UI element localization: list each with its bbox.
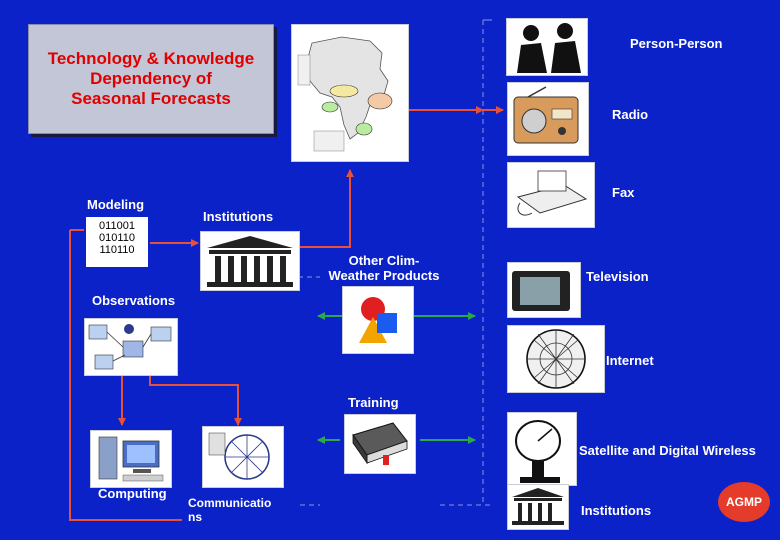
satellite-dish-icon	[203, 427, 283, 487]
radio-label: Radio	[612, 107, 648, 122]
television-label: Television	[586, 269, 649, 284]
africa-map-image	[291, 24, 409, 162]
book-icon	[345, 415, 415, 473]
agmp-logo: AGMP	[718, 482, 770, 522]
products-label: Other Clim- Weather Products	[318, 253, 450, 283]
satellite-label: Satellite and Digital Wireless	[579, 443, 756, 458]
communications-label: Communicatio ns	[188, 496, 288, 524]
network-icon	[85, 319, 177, 375]
institutions-channel-image	[507, 484, 569, 530]
training-label: Training	[348, 395, 399, 410]
modeling-label: Modeling	[87, 197, 144, 212]
institutions-channel-label: Institutions	[581, 503, 651, 518]
institutions-label: Institutions	[203, 209, 273, 224]
binary-line: 011001	[86, 220, 148, 232]
radio-icon	[508, 83, 588, 155]
television-image	[507, 262, 581, 318]
satellite-image	[507, 412, 577, 486]
communications-image	[202, 426, 284, 488]
radio-image	[507, 82, 589, 156]
fax-label: Fax	[612, 185, 634, 200]
computing-label: Computing	[98, 486, 167, 501]
shapes-icon	[343, 287, 413, 353]
internet-label: Internet	[606, 353, 654, 368]
fax-image	[507, 162, 595, 228]
observations-image	[84, 318, 178, 376]
fax-icon	[508, 163, 594, 227]
binary-code-box: 011001 010110 110110	[86, 217, 148, 267]
internet-image	[507, 325, 605, 393]
institutions-image	[200, 231, 300, 291]
training-image	[344, 414, 416, 474]
diagram-title: Technology & Knowledge Dependency of Sea…	[48, 49, 255, 109]
arrow-institutions-map	[298, 170, 350, 247]
map-icon	[292, 25, 408, 161]
building-icon	[201, 232, 299, 290]
binary-line: 010110	[86, 232, 148, 244]
satellite-dish-icon	[508, 413, 576, 485]
people-talking-icon	[507, 19, 587, 75]
title-box: Technology & Knowledge Dependency of Sea…	[28, 24, 274, 134]
arrow-obs-communications	[150, 374, 238, 425]
globe-icon	[508, 326, 604, 392]
building-icon	[508, 485, 568, 529]
person-person-image	[506, 18, 588, 76]
binary-line: 110110	[86, 244, 148, 256]
television-icon	[508, 263, 580, 317]
computing-image	[90, 430, 172, 488]
person-person-label: Person-Person	[630, 36, 722, 51]
products-image	[342, 286, 414, 354]
computer-icon	[91, 431, 171, 487]
observations-label: Observations	[92, 293, 175, 308]
